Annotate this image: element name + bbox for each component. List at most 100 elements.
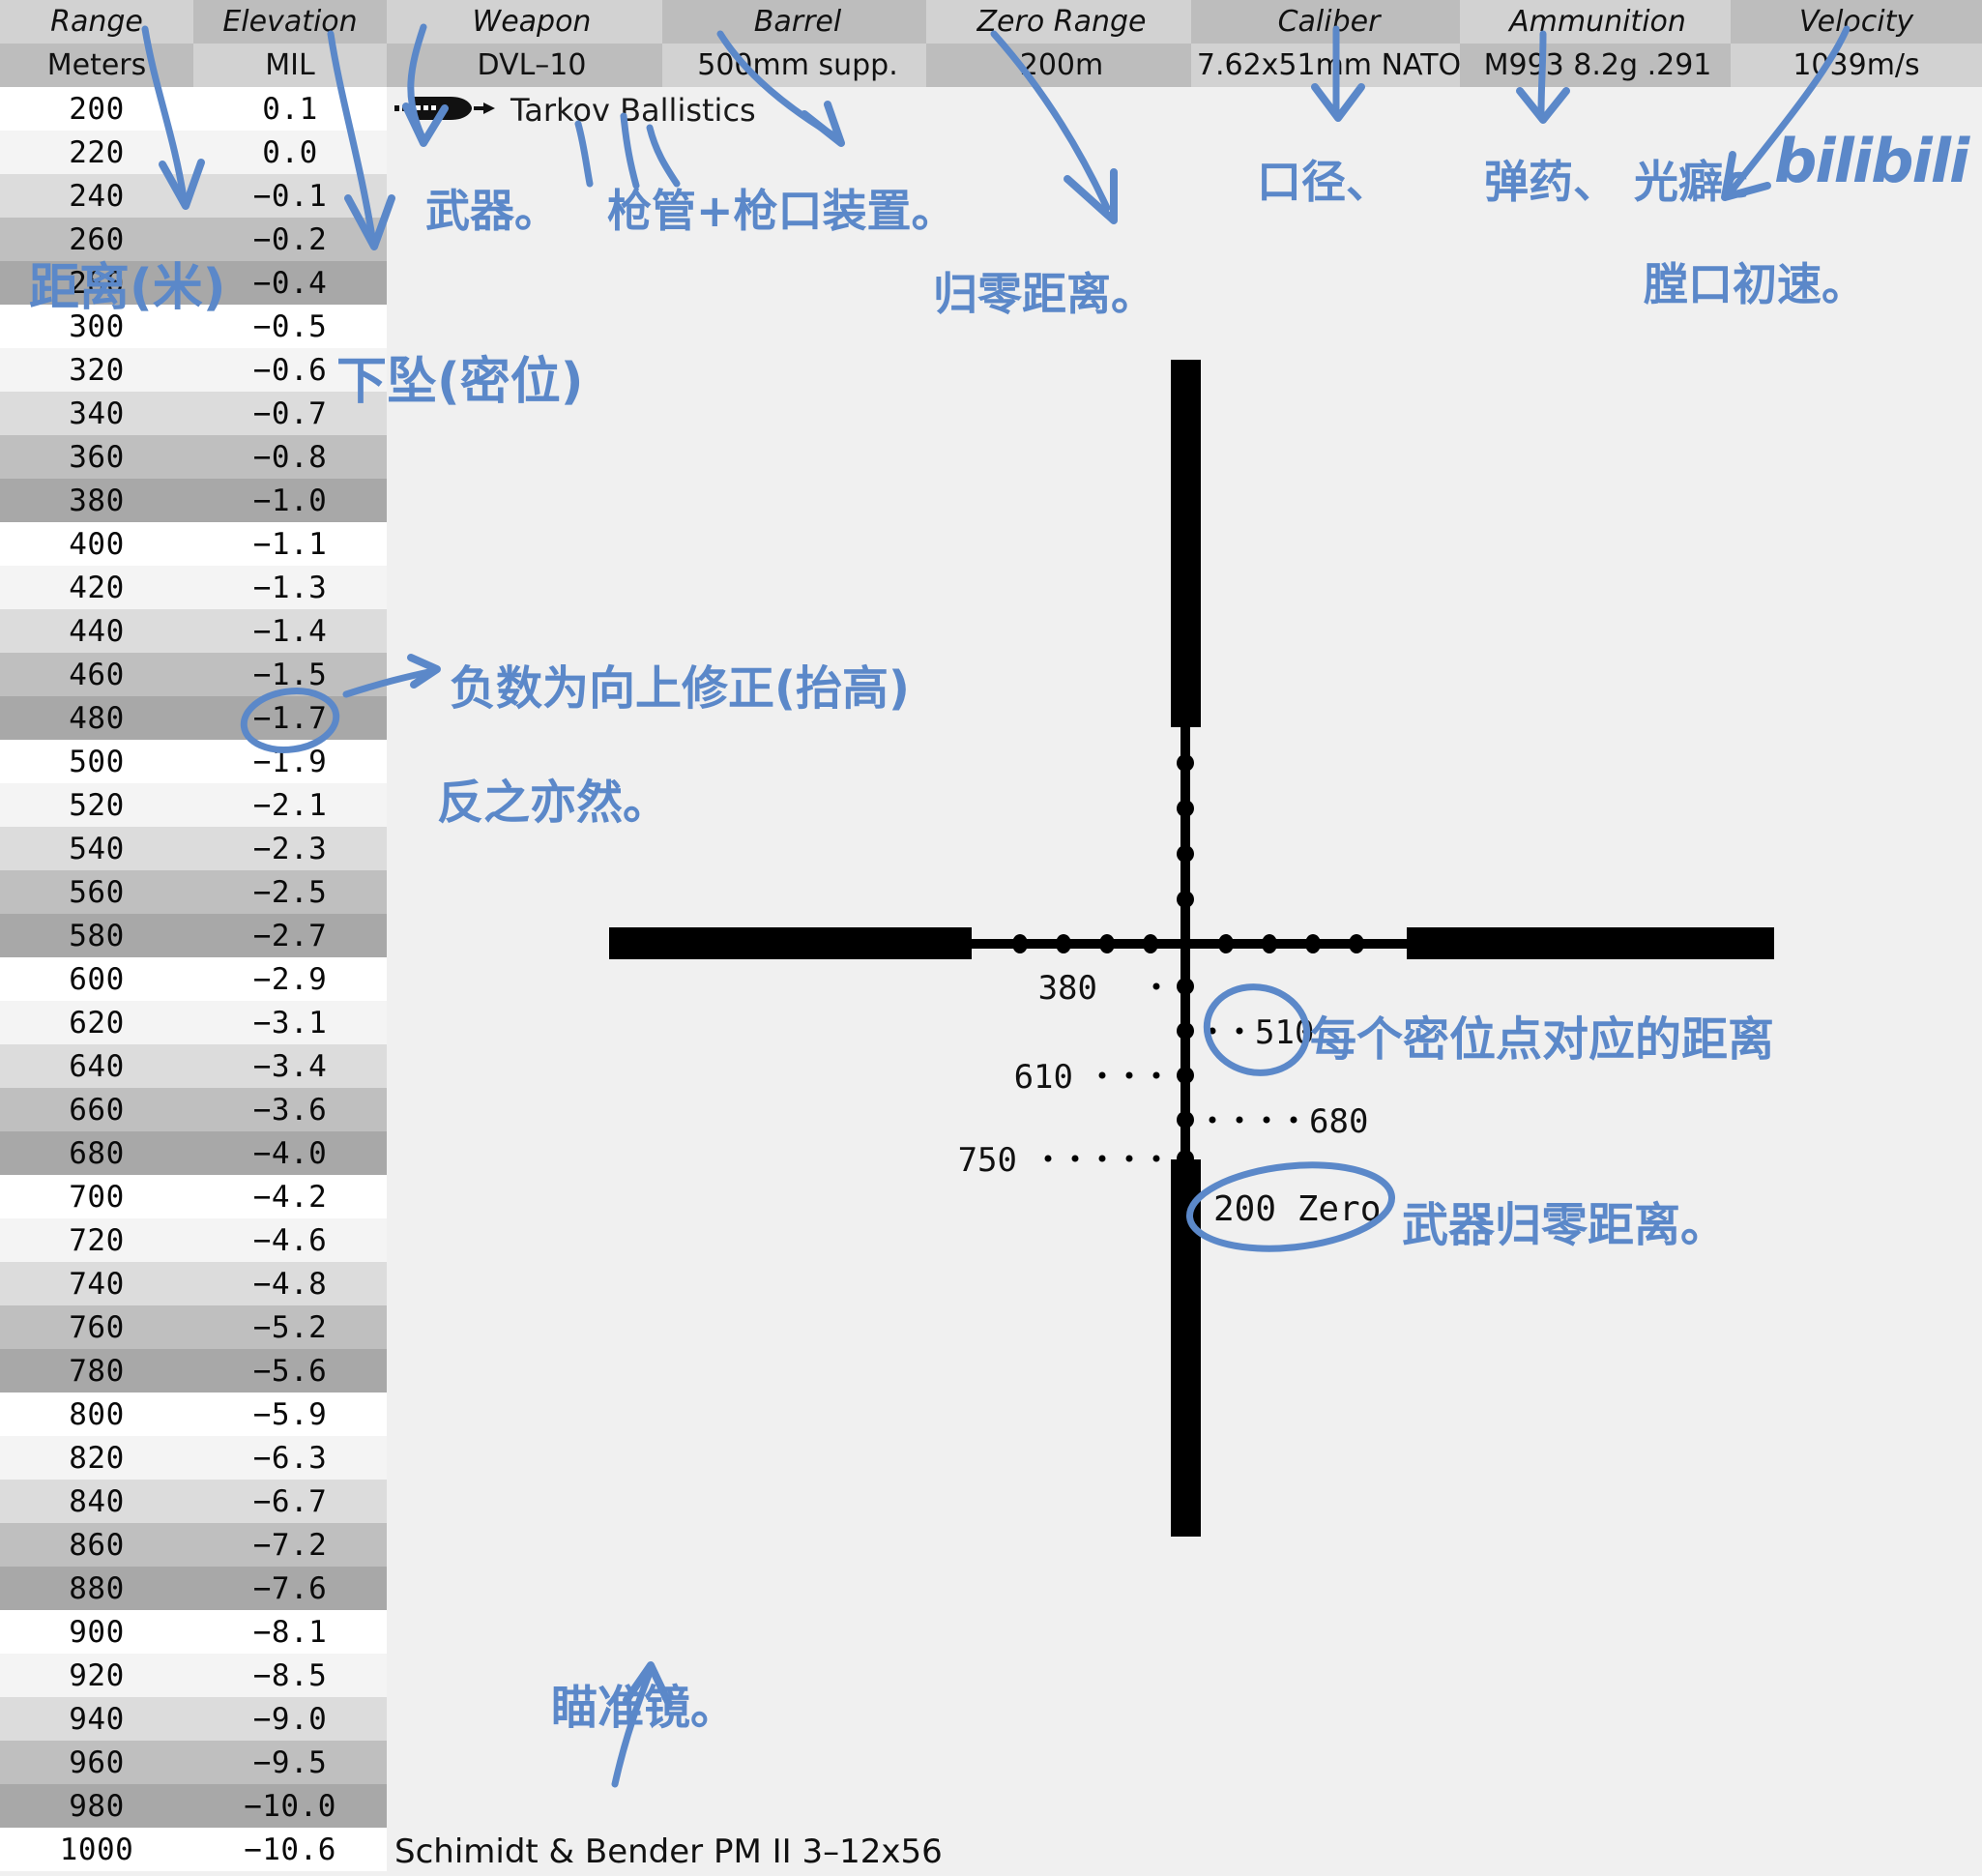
cell-range: 760: [0, 1305, 193, 1349]
table-row: 340−0.7: [0, 392, 387, 435]
table-unit-row: Meters MIL: [0, 44, 387, 87]
cell-elevation: −5.2: [193, 1305, 387, 1349]
info-header-zero-range: Zero Range: [926, 0, 1197, 44]
info-column-weapon: Weapon DVL–10: [387, 0, 677, 87]
cell-range: 480: [0, 696, 193, 740]
cell-elevation: −8.5: [193, 1654, 387, 1697]
cell-range: 720: [0, 1218, 193, 1262]
cell-range: 240: [0, 174, 193, 218]
column-unit-meters: Meters: [0, 44, 193, 87]
cell-elevation: −0.4: [193, 261, 387, 305]
table-row: 660−3.6: [0, 1088, 387, 1131]
table-row: 1000−10.6: [0, 1828, 387, 1871]
cell-elevation: −4.6: [193, 1218, 387, 1262]
info-value-ammunition: M993 8.2g .291: [1460, 44, 1735, 87]
table-row: 620−3.1: [0, 1001, 387, 1044]
cell-range: 440: [0, 609, 193, 653]
cell-elevation: −4.2: [193, 1175, 387, 1218]
cell-range: 260: [0, 218, 193, 261]
annotation-range-label: 距离(米): [29, 259, 226, 317]
table-row: 300−0.5: [0, 305, 387, 348]
cell-range: 540: [0, 827, 193, 870]
cell-range: 800: [0, 1392, 193, 1436]
annotation-muzzle-velocity-label: 膛口初速。: [1644, 258, 1866, 310]
cell-range: 880: [0, 1567, 193, 1610]
cell-elevation: −2.1: [193, 783, 387, 827]
info-header-barrel: Barrel: [662, 0, 933, 44]
cell-range: 660: [0, 1088, 193, 1131]
cell-range: 900: [0, 1610, 193, 1654]
cell-range: 860: [0, 1523, 193, 1567]
table-row: 980−10.0: [0, 1784, 387, 1828]
table-row: 520−2.1: [0, 783, 387, 827]
cell-elevation: −0.7: [193, 392, 387, 435]
cell-range: 580: [0, 914, 193, 957]
cell-elevation: −3.6: [193, 1088, 387, 1131]
cell-range: 700: [0, 1175, 193, 1218]
cell-range: 840: [0, 1480, 193, 1523]
cell-range: 500: [0, 740, 193, 783]
info-column-ammunition: Ammunition M993 8.2g .291: [1460, 0, 1735, 87]
cell-range: 780: [0, 1349, 193, 1392]
annotation-channel-label: 光癖c: [1634, 156, 1750, 208]
cell-elevation: −6.3: [193, 1436, 387, 1480]
annotation-barrel-label: 枪管+枪口装置。: [607, 185, 956, 237]
cell-elevation: −3.1: [193, 1001, 387, 1044]
cell-elevation: −0.5: [193, 305, 387, 348]
cell-range: 420: [0, 566, 193, 609]
table-row: 940−9.0: [0, 1697, 387, 1741]
table-row: 400−1.1: [0, 522, 387, 566]
table-row: 600−2.9: [0, 957, 387, 1001]
info-header-weapon: Weapon: [387, 0, 677, 44]
column-unit-mil: MIL: [193, 44, 387, 87]
cell-range: 520: [0, 783, 193, 827]
cell-elevation: −1.3: [193, 566, 387, 609]
cell-elevation: −0.2: [193, 218, 387, 261]
info-header-ammunition: Ammunition: [1460, 0, 1735, 44]
table-row: 380−1.0: [0, 479, 387, 522]
table-row: 960−9.5: [0, 1741, 387, 1784]
column-header-range: Range: [0, 0, 193, 44]
cell-elevation: −1.0: [193, 479, 387, 522]
scope-name: Schimidt & Bender PM II 3–12x56: [394, 1832, 943, 1871]
cell-range: 680: [0, 1131, 193, 1175]
cell-elevation: −1.4: [193, 609, 387, 653]
table-row: 640−3.4: [0, 1044, 387, 1088]
cell-range: 320: [0, 348, 193, 392]
annotation-negative-means-up: 负数为向上修正(抬高): [450, 661, 910, 716]
cell-elevation: −2.7: [193, 914, 387, 957]
table-header-row: Range Elevation: [0, 0, 387, 44]
cell-elevation: −1.1: [193, 522, 387, 566]
cell-elevation: −7.6: [193, 1567, 387, 1610]
cell-elevation: −8.1: [193, 1610, 387, 1654]
table-row: 700−4.2: [0, 1175, 387, 1218]
annotation-zero-range-label: 归零距离。: [933, 268, 1155, 320]
table-row: 460−1.5: [0, 653, 387, 696]
cell-elevation: −9.5: [193, 1741, 387, 1784]
cell-range: 560: [0, 870, 193, 914]
info-value-weapon: DVL–10: [387, 44, 677, 87]
info-header-velocity: Velocity: [1731, 0, 1982, 44]
table-row: 820−6.3: [0, 1436, 387, 1480]
table-row: 360−0.8: [0, 435, 387, 479]
cell-elevation: −3.4: [193, 1044, 387, 1088]
cell-elevation: −4.8: [193, 1262, 387, 1305]
annotation-drop-label: 下坠(密位): [336, 353, 584, 411]
cell-elevation: −5.6: [193, 1349, 387, 1392]
table-row: 580−2.7: [0, 914, 387, 957]
info-column-caliber: Caliber 7.62x51mm NATO: [1191, 0, 1467, 87]
cell-range: 1000: [0, 1828, 193, 1871]
annotation-weapon-label: 武器。: [425, 185, 559, 237]
brand-label: Tarkov Ballistics: [510, 92, 756, 129]
cell-elevation: −2.3: [193, 827, 387, 870]
cell-elevation: −2.5: [193, 870, 387, 914]
table-row: 860−7.2: [0, 1523, 387, 1567]
cell-range: 820: [0, 1436, 193, 1480]
table-row: 680−4.0: [0, 1131, 387, 1175]
annotation-weapon-zero-distance: 武器归零距离。: [1402, 1198, 1728, 1252]
info-value-zero-range: 200m: [926, 44, 1197, 87]
cell-range: 980: [0, 1784, 193, 1828]
table-row: 880−7.6: [0, 1567, 387, 1610]
cell-elevation: −5.9: [193, 1392, 387, 1436]
